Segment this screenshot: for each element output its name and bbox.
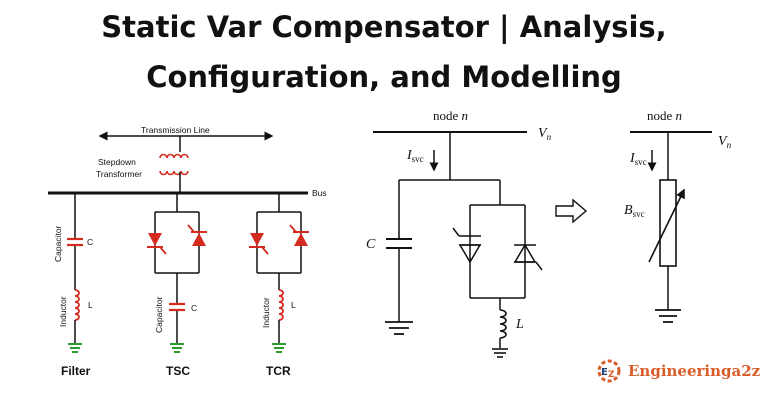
tcr-inductor-symbol: L	[291, 300, 296, 310]
tcr-thyristor-icon	[249, 233, 269, 255]
right-voltage-label: Vn	[718, 134, 732, 150]
transformer-label-line-2: Transformer	[96, 169, 142, 179]
tsc-capacitor-label: Capacitor	[154, 296, 164, 333]
filter-ground-icon	[68, 343, 82, 353]
middle-inductor-label: L	[515, 317, 524, 332]
equivalence-arrow-icon	[555, 198, 588, 224]
middle-inductor-ground-icon	[492, 348, 508, 358]
middle-thyristor-icon	[452, 227, 482, 264]
right-current-label: Isvc	[629, 151, 647, 167]
tsc-ground-icon	[170, 343, 184, 353]
middle-antiparallel-thyristor-icon	[513, 243, 543, 271]
right-susceptance-label: Bsvc	[624, 203, 645, 219]
tsc-capacitor-symbol: C	[191, 303, 197, 313]
tsc-thyristor-icon	[147, 233, 167, 255]
filter-label: Filter	[61, 364, 91, 378]
brand-name: Engineeringa2z	[628, 362, 761, 380]
tcr-antiparallel-thyristor-icon	[289, 224, 309, 246]
tsc-label: TSC	[166, 364, 190, 378]
middle-current-label: Isvc	[406, 148, 424, 164]
svg-text:Z: Z	[608, 370, 615, 380]
filter-inductor-label: Inductor	[58, 296, 68, 327]
middle-capacitor-ground-icon	[385, 321, 413, 335]
bus: Bus	[48, 188, 327, 198]
gear-logo-icon: E Z	[597, 359, 621, 383]
right-ground-icon	[655, 309, 681, 323]
middle-svc-circuit-diagram: node n Vn Isvc C	[366, 108, 552, 358]
tcr-inductor-label: Inductor	[261, 297, 271, 328]
page-title-line-1: Static Var Compensator | Analysis,	[101, 10, 667, 44]
filter-capacitor-symbol: C	[87, 237, 93, 247]
tsc-antiparallel-thyristor-icon	[187, 224, 207, 246]
transmission-line: Transmission Line	[98, 125, 274, 141]
svg-text:E: E	[601, 367, 608, 378]
tcr-branch: Inductor L TCR	[249, 193, 309, 378]
middle-node-label: node n	[433, 108, 468, 123]
filter-capacitor-label: Capacitor	[53, 225, 63, 262]
right-svc-equivalent-model-diagram: node n Vn Isvc Bsvc	[624, 108, 732, 323]
middle-capacitor-label: C	[366, 237, 376, 252]
bus-label: Bus	[312, 188, 327, 198]
right-node-label: node n	[647, 108, 682, 123]
transformer-label-line-1: Stepdown	[98, 157, 136, 167]
tsc-branch: Capacitor C TSC	[147, 193, 207, 378]
page-title-line-2: Configuration, and Modelling	[146, 60, 622, 94]
transmission-line-label: Transmission Line	[141, 125, 210, 135]
left-svc-configuration-diagram: Transmission Line Stepdown Transformer B…	[48, 125, 327, 378]
middle-voltage-label: Vn	[538, 126, 552, 142]
filter-inductor-symbol: L	[88, 300, 93, 310]
tcr-label: TCR	[266, 364, 291, 378]
brand-logo: E Z Engineeringa2z	[596, 357, 760, 385]
tcr-ground-icon	[272, 343, 286, 353]
filter-branch: Capacitor C Inductor L Filter	[53, 193, 93, 378]
stepdown-transformer: Stepdown Transformer	[96, 136, 189, 193]
